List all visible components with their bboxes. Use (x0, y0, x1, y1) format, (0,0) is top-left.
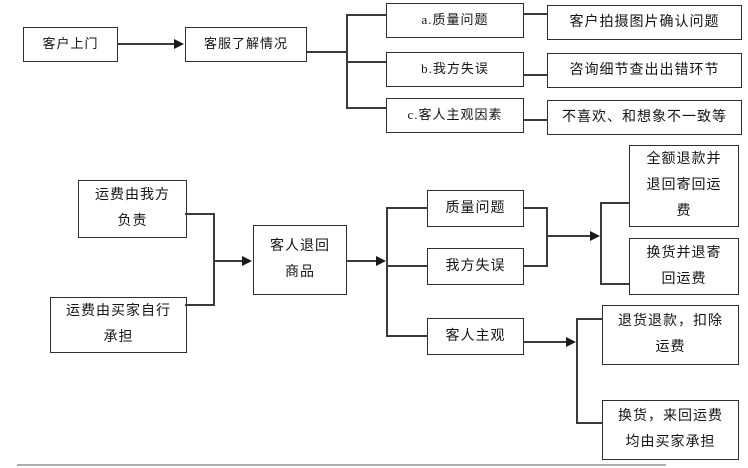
node-cause-b-our-error-label: b.我方失误 (421, 61, 489, 77)
connector-junction-to-return (213, 260, 244, 262)
node-return-cause-quality-label: 质量问题 (445, 200, 506, 216)
node-action-dislike-mismatch-label: 不喜欢、和想象不一致等 (562, 109, 727, 125)
node-shipping-by-buyer-line1: 运费由买家自行 (66, 304, 171, 320)
node-outcome-exchange-buyer-pays: 换货，来回运费 均由买家承担 (602, 400, 739, 460)
node-outcome-exchange-refund-shipping-line1: 换货并退寄 (646, 245, 722, 261)
node-outcome-full-refund-line2: 退回寄回运 (646, 178, 722, 194)
node-return-cause-our-error: 我方失误 (427, 248, 524, 285)
node-customer-visit-label: 客户上门 (42, 36, 99, 52)
node-cause-a-quality: a.质量问题 (386, 3, 524, 38)
connector-outcomes-trunk-lower (576, 318, 578, 424)
arrowhead-return-to-trunk (376, 256, 386, 266)
connector-return-to-trunk (347, 260, 378, 262)
node-cause-a-quality-label: a.质量问题 (421, 12, 489, 28)
connector-branch-our-error (386, 265, 427, 267)
node-shipping-by-us: 运费由我方 负责 (78, 180, 187, 238)
node-customer-returns-goods-line2: 商品 (285, 265, 315, 280)
connector-bracket-to-outcomes (546, 235, 592, 237)
connector-shipping-buyer-to-junction (185, 304, 215, 306)
node-outcome-exchange-refund-shipping-line2: 回运费 (661, 271, 707, 287)
connector-outcomes-trunk-upper (600, 202, 602, 285)
node-shipping-by-us-line1: 运费由我方 (95, 188, 170, 204)
connector-start-to-service (118, 43, 176, 45)
node-return-cause-subjective: 客人主观 (427, 318, 524, 355)
node-return-cause-our-error-label: 我方失误 (445, 258, 506, 274)
node-outcome-exchange-buyer-pays-line2: 均由买家承担 (625, 435, 716, 450)
connector-c-to-action (524, 119, 547, 121)
node-outcome-exchange-buyer-pays-line1: 换货，来回运费 (618, 409, 723, 425)
connector-branch-quality (386, 207, 427, 209)
connector-b-to-action (524, 74, 547, 76)
node-shipping-by-buyer: 运费由买家自行 承担 (50, 297, 187, 353)
node-cause-b-our-error: b.我方失误 (386, 52, 524, 87)
node-action-photo-confirm-label: 客户拍摄图片确认问题 (569, 14, 720, 30)
node-customer-returns-goods-line1: 客人退回 (270, 239, 330, 255)
node-cause-c-subjective: c.客人主观因素 (386, 98, 524, 133)
node-customer-returns-goods: 客人退回 商品 (253, 225, 347, 295)
arrowhead-subjective-to-outcomes (566, 337, 576, 347)
node-action-check-details: 咨询细节查出出错环节 (547, 53, 742, 88)
node-outcome-full-refund-line3: 费 (676, 203, 692, 219)
connector-stub-refund-minus-shipping (576, 318, 602, 320)
connector-shipping-junction (213, 213, 215, 306)
node-cause-c-subjective-label: c.客人主观因素 (407, 107, 503, 123)
node-return-cause-quality: 质量问题 (427, 190, 524, 227)
connector-stub-full-refund (600, 202, 629, 204)
connector-stub-exchange-refund (600, 283, 629, 285)
connector-branch-b (346, 61, 386, 63)
node-action-check-details-label: 咨询细节查出出错环节 (569, 62, 720, 78)
node-action-dislike-mismatch: 不喜欢、和想象不一致等 (547, 100, 742, 135)
connector-quality-out (524, 207, 548, 209)
node-action-photo-confirm: 客户拍摄图片确认问题 (547, 5, 742, 40)
connector-quality-error-bracket (546, 207, 548, 267)
connector-branch-c (346, 107, 386, 109)
connector-branch-a (346, 14, 386, 16)
node-outcome-refund-minus-shipping-line1: 退货退款，扣除 (618, 314, 723, 330)
node-outcome-refund-minus-shipping-line2: 运费 (655, 340, 686, 355)
connector-our-error-out (524, 265, 548, 267)
node-outcome-full-refund-line1: 全额退款并 (646, 152, 722, 168)
arrowhead-start-to-service (174, 39, 184, 49)
node-outcome-full-refund: 全额退款并 退回寄回运 费 (629, 145, 739, 227)
connector-stub-buyer-pays-shipping (576, 422, 602, 424)
connector-shipping-us-to-junction (185, 213, 215, 215)
node-service-assess-label: 客服了解情况 (203, 36, 288, 52)
node-shipping-by-buyer-line2: 承担 (103, 330, 134, 345)
connector-service-to-trunk (307, 51, 348, 53)
node-service-assess: 客服了解情况 (185, 27, 307, 62)
connector-a-to-action (524, 13, 547, 15)
node-customer-visit: 客户上门 (23, 27, 118, 62)
node-return-cause-subjective-label: 客人主观 (445, 328, 506, 344)
connector-return-trunk (386, 207, 388, 337)
arrowhead-bracket-to-outcomes (590, 231, 600, 241)
connector-branch-subjective (386, 335, 427, 337)
connector-subjective-to-outcomes (524, 341, 568, 343)
node-shipping-by-us-line2: 负责 (117, 214, 148, 229)
arrowhead-junction-to-return (242, 256, 252, 266)
node-outcome-exchange-refund-shipping: 换货并退寄 回运费 (629, 238, 739, 295)
bottom-divider-line (17, 464, 666, 466)
node-outcome-refund-minus-shipping: 退货退款，扣除 运费 (602, 305, 739, 365)
